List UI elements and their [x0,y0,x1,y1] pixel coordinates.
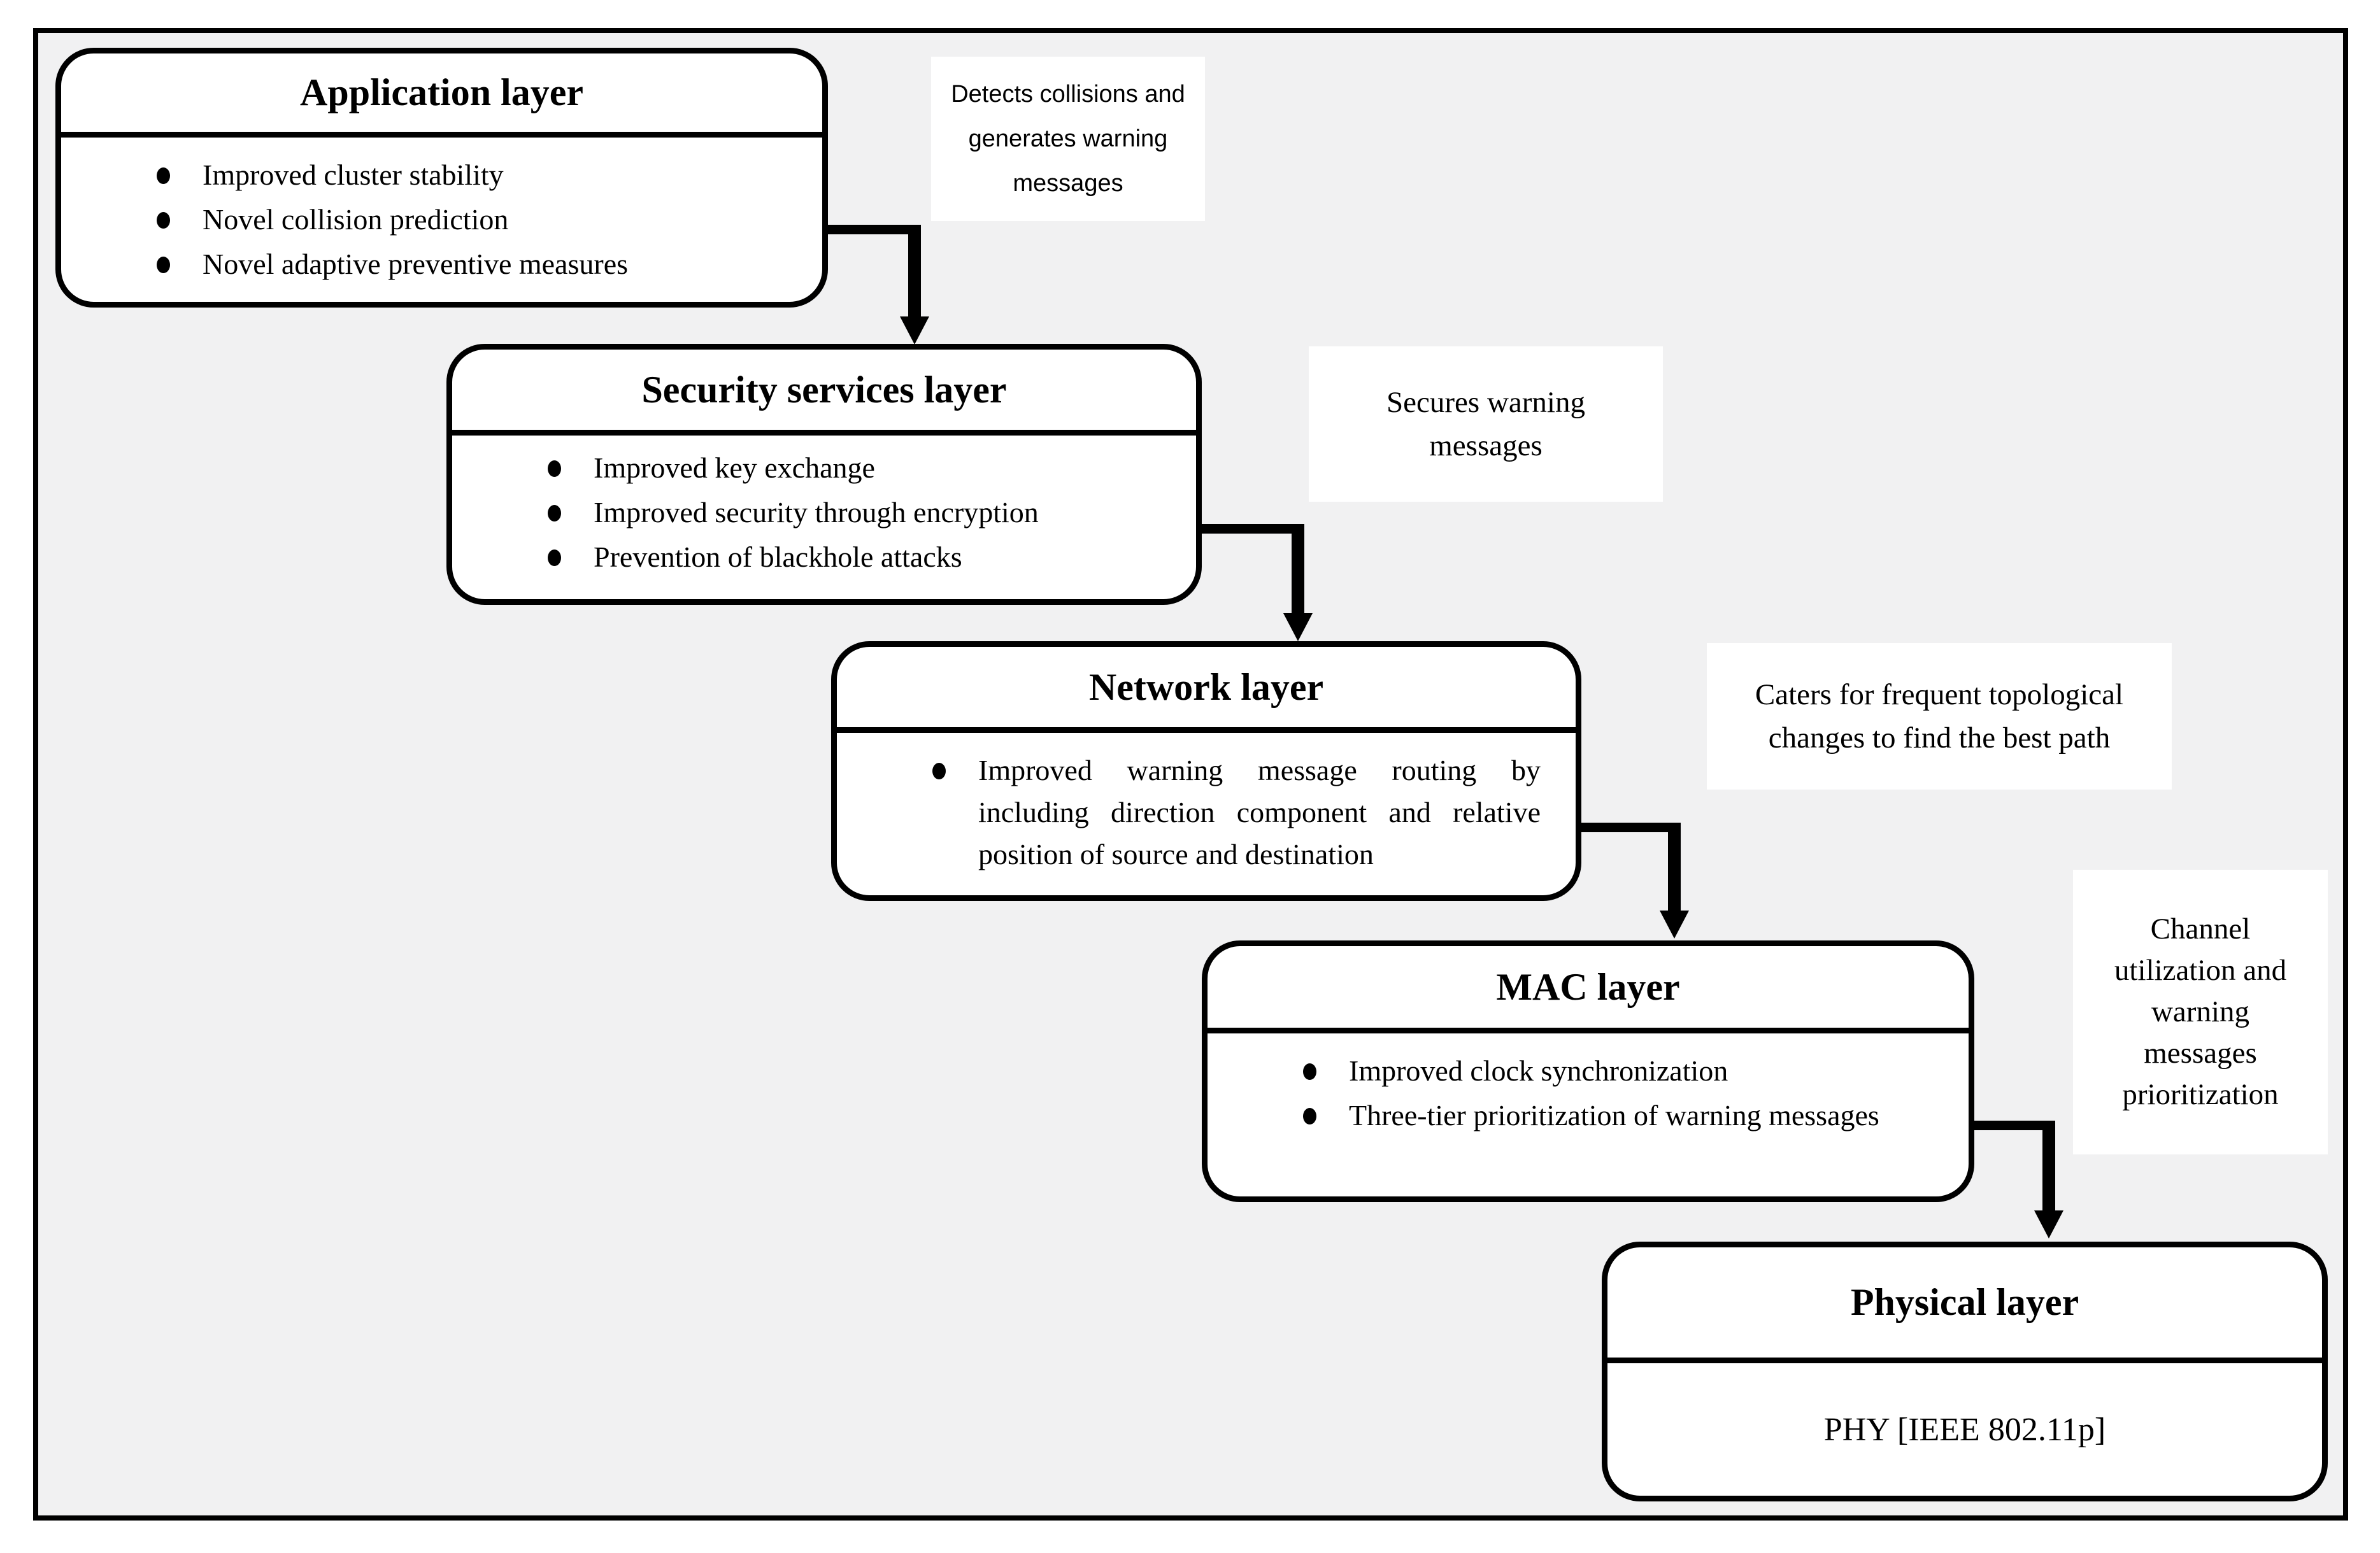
layer-bullet-list-network: Improved warning message routing by incl… [837,733,1576,876]
connector-network-to-mac-vertical [1668,823,1681,912]
connector-security-to-network-horizontal [1197,524,1301,534]
bullet-icon [157,167,170,184]
layer-box-application: Application layer Improved cluster stabi… [55,48,828,308]
bullet-icon [932,763,946,779]
bullet-text: Improved clock synchronization [1349,1054,1728,1087]
bullet-text: Improved key exchange [594,451,875,484]
connector-mac-to-physical-horizontal [1969,1121,2055,1130]
layer-box-network: Network layer Improved warning message r… [831,641,1581,901]
layer-title-physical: Physical layer [1607,1247,2322,1363]
connector-mac-to-physical-vertical [2042,1121,2055,1212]
bullet-text: Improved cluster stability [203,159,504,191]
layer-box-physical: Physical layer PHY [IEEE 802.11p] [1602,1242,2328,1501]
bullet-icon [1303,1063,1316,1080]
layer-title-application: Application layer [61,53,822,138]
layer-title-network: Network layer [837,647,1576,733]
bullet-text: Novel adaptive preventive measures [203,248,629,280]
layer-bullet-list-application: Improved cluster stability Novel collisi… [61,138,822,285]
note-application: Detects collisions and generates warning… [931,57,1205,221]
bullet-item: Three-tier prioritization of warning mes… [1303,1095,1934,1137]
bullet-item: Novel adaptive preventive measures [157,243,787,285]
layer-bullet-list-mac: Improved clock synchronization Three-tie… [1208,1033,1969,1137]
layer-box-security: Security services layer Improved key exc… [446,344,1202,605]
bullet-icon [157,257,170,273]
down-arrowhead-icon [900,316,929,344]
connector-network-to-mac-horizontal [1577,823,1681,832]
bullet-text: Novel collision prediction [203,203,509,236]
bullet-icon [548,460,561,477]
connector-application-to-security-vertical [908,225,921,318]
note-mac: Channel utilization and warning messages… [2073,870,2328,1154]
connector-security-to-network-vertical [1292,524,1304,614]
note-network: Caters for frequent topological changes … [1707,643,2172,790]
connector-application-to-security-horizontal [825,225,916,234]
bullet-text: Prevention of blackhole attacks [594,541,962,573]
note-security: Secures warning messages [1309,346,1663,502]
bullet-item: Improved clock synchronization [1303,1050,1934,1092]
bullet-icon [1303,1108,1316,1124]
bullet-item: Improved key exchange [548,447,1161,489]
bullet-item: Prevention of blackhole attacks [548,536,1161,578]
down-arrowhead-icon [2034,1210,2063,1238]
bullet-icon [548,505,561,521]
bullet-item: Improved security through encryption [548,492,1161,534]
layer-box-mac: MAC layer Improved clock synchronization… [1202,940,1974,1202]
bullet-text: Improved security through encryption [594,496,1039,528]
down-arrowhead-icon [1660,911,1689,939]
layer-title-mac: MAC layer [1208,946,1969,1033]
bullet-text: Three-tier prioritization of warning mes… [1349,1099,1879,1131]
layer-bullet-list-security: Improved key exchange Improved security … [452,436,1196,578]
down-arrowhead-icon [1283,613,1313,641]
physical-layer-body: PHY [IEEE 802.11p] [1823,1411,2106,1448]
bullet-icon [157,212,170,229]
bullet-item: Improved cluster stability [157,154,787,196]
bullet-item: Improved warning message routing by incl… [932,749,1541,876]
layer-title-security: Security services layer [452,350,1196,436]
bullet-item: Novel collision prediction [157,199,787,241]
bullet-text: Improved warning message routing by incl… [978,754,1541,870]
bullet-icon [548,550,561,566]
